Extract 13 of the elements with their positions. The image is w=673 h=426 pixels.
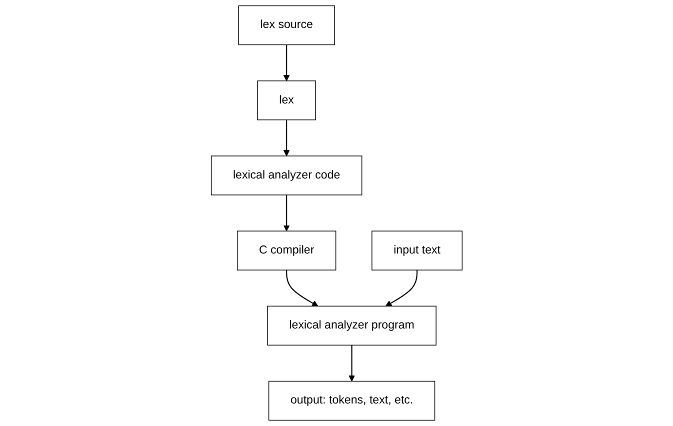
node-box: lexical analyzer code [210, 156, 362, 196]
arrow [283, 44, 290, 82]
arrow [283, 120, 290, 156]
arrow [385, 270, 418, 306]
node-box: C compiler [236, 230, 336, 270]
arrow [283, 194, 290, 232]
node-box: lexical analyzer program [266, 306, 436, 346]
arrow [348, 345, 355, 382]
node-box: input text [371, 230, 462, 270]
node-box: lex [256, 80, 316, 120]
arrow [286, 270, 318, 306]
node-box: output: tokens, text, etc. [268, 380, 435, 421]
node-box: lex source [238, 5, 335, 46]
